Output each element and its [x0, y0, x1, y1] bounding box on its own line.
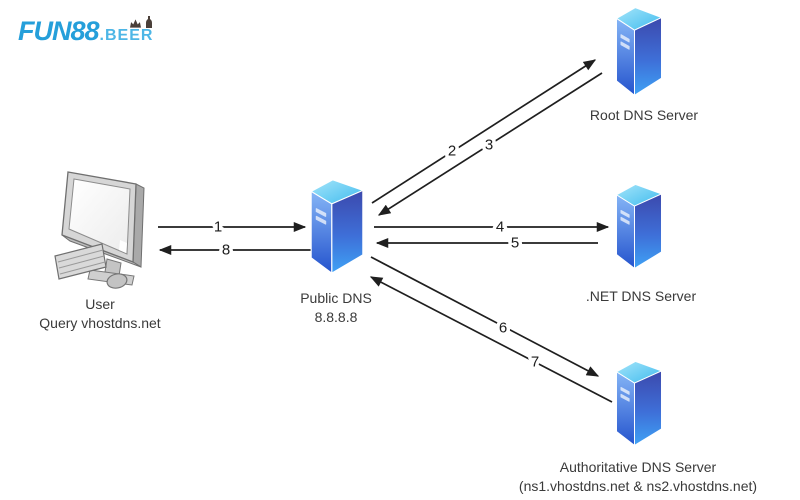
logo-icons — [130, 16, 153, 28]
arrow-1: 1 — [158, 215, 307, 239]
arrow-6-label: 6 — [499, 320, 507, 337]
root-dns-server-icon — [616, 7, 662, 96]
arrow-5-label: 5 — [511, 235, 519, 252]
authoritative-dns-label: Authoritative DNS Server (ns1.vhostdns.n… — [478, 458, 798, 496]
user-title: User — [85, 296, 115, 312]
authoritative-dns-subtitle: (ns1.vhostdns.net & ns2.vhostdns.net) — [518, 478, 758, 494]
public-dns-server-icon — [310, 179, 364, 274]
authoritative-dns-title: Authoritative DNS Server — [559, 459, 717, 475]
root-dns-title: Root DNS Server — [589, 107, 699, 123]
public-dns-title: Public DNS — [300, 290, 372, 306]
logo-suffix-text: BEER — [104, 27, 154, 44]
user-label: User Query vhostdns.net — [10, 295, 190, 333]
arrow-1-label: 1 — [214, 219, 222, 236]
arrow-5: 5 — [375, 231, 598, 255]
authoritative-dns-server-icon — [616, 360, 662, 446]
net-dns-server-icon — [616, 183, 662, 269]
arrow-6: 6 — [370, 256, 600, 377]
logo-dot: . — [99, 27, 105, 44]
logo-brand-text: FUN88 — [18, 16, 100, 46]
arrow-7-label: 7 — [531, 354, 539, 371]
arrow-8: 8 — [158, 238, 312, 262]
arrow-2: 2 — [371, 59, 597, 204]
arrow-2-label: 2 — [448, 143, 456, 160]
arrow-7: 7 — [369, 276, 613, 403]
arrow-4-label: 4 — [496, 219, 504, 236]
public-dns-subtitle: 8.8.8.8 — [314, 309, 358, 325]
user-computer-icon — [54, 171, 145, 289]
net-dns-label: .NET DNS Server — [561, 287, 721, 306]
net-dns-title: .NET DNS Server — [585, 288, 697, 304]
arrow-3-label: 3 — [485, 137, 493, 154]
user-subtitle: Query vhostdns.net — [39, 315, 161, 331]
crown-icon — [130, 19, 142, 28]
arrow-3: 3 — [377, 72, 603, 216]
logo: FUN88 .BEER — [18, 16, 153, 47]
root-dns-label: Root DNS Server — [564, 106, 724, 125]
arrow-4: 4 — [374, 215, 610, 239]
logo-suffix: .BEER — [99, 16, 154, 45]
beer-bottle-icon — [146, 16, 153, 28]
public-dns-label: Public DNS 8.8.8.8 — [256, 289, 416, 327]
arrow-8-label: 8 — [222, 242, 230, 259]
